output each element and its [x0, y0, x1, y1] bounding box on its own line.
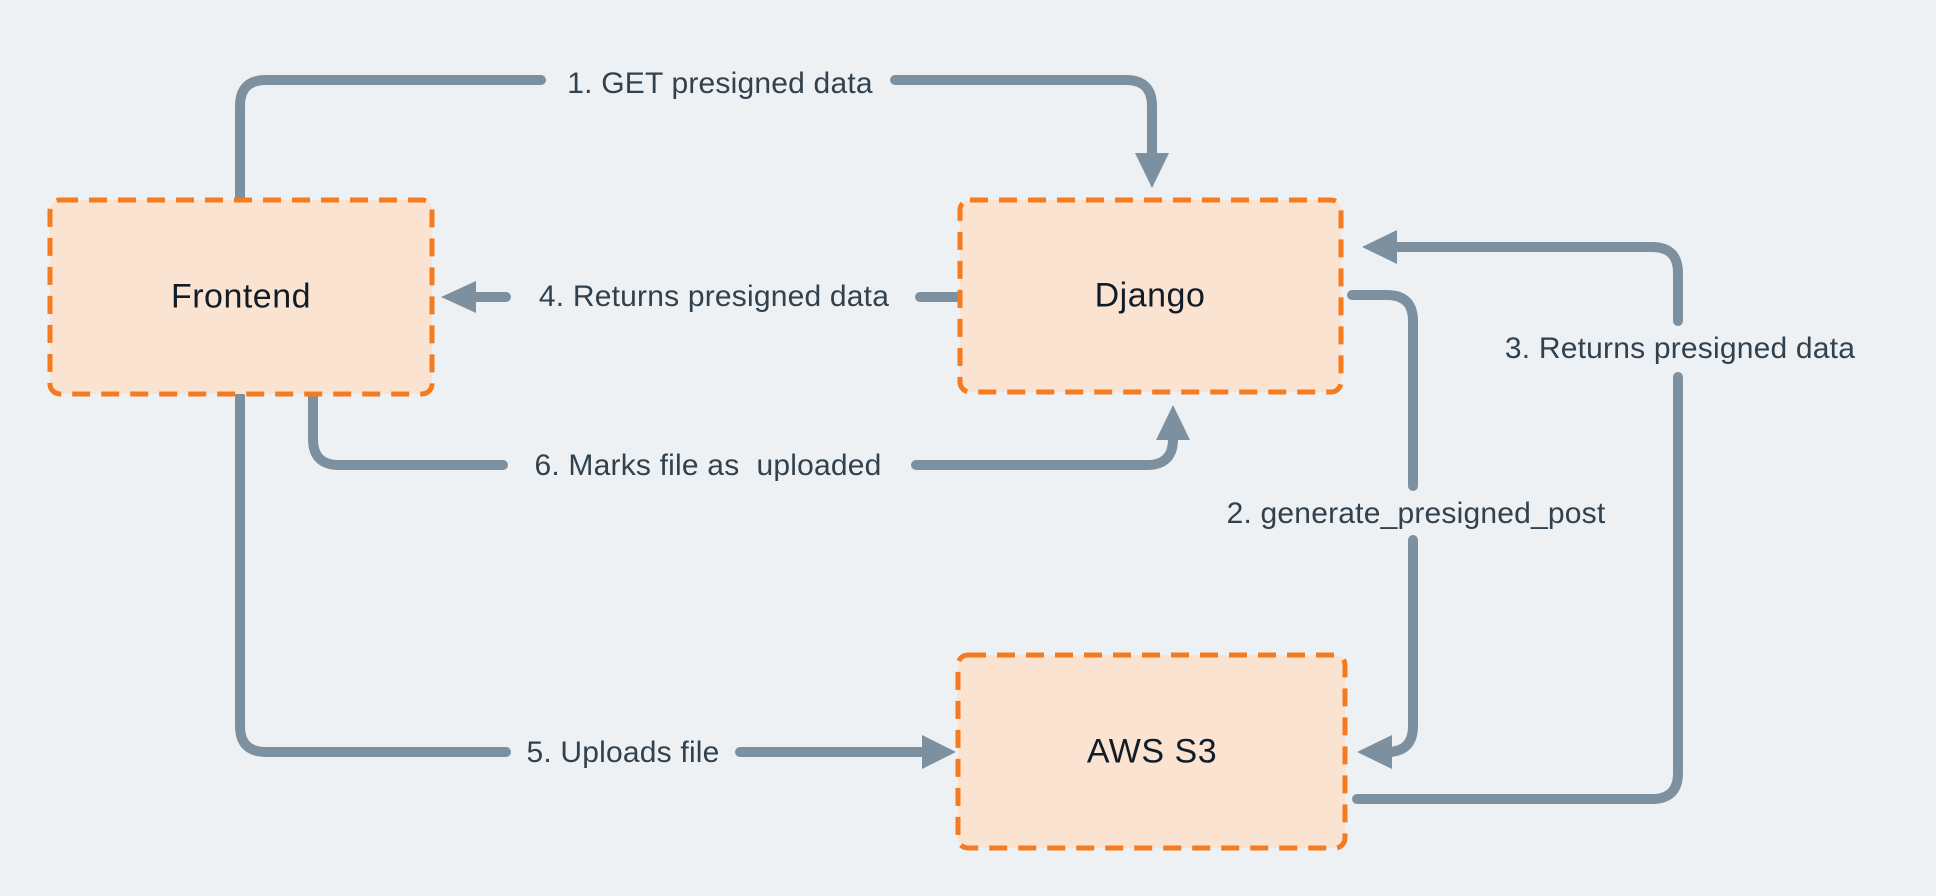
edge-2-line-end: [1382, 535, 1418, 757]
edge-4-arrowhead-icon: [441, 281, 476, 313]
edge-6-line-start: [308, 391, 508, 470]
edge-3-line-end: [1392, 242, 1683, 326]
node-django-box: [957, 197, 1344, 395]
node-django-label: Django: [1094, 276, 1206, 315]
node-frontend-box: [47, 197, 435, 397]
node-aws-s3-box: [955, 652, 1348, 851]
edge-4-label: 4. Returns presigned data: [538, 280, 890, 313]
edge-2-label: 2. generate_presigned_post: [1226, 497, 1606, 530]
edge-6-label: 6. Marks file as uploaded: [534, 449, 882, 482]
edge-3-line-start: [1352, 372, 1683, 804]
edge-2-line-start: [1347, 290, 1418, 491]
edge-2-arrowhead-icon: [1357, 735, 1392, 769]
edge-1-line-end: [890, 75, 1157, 161]
edge-3-label: 3. Returns presigned data: [1504, 332, 1856, 365]
edge-6-arrowhead-icon: [1156, 405, 1190, 440]
edge-1-arrowhead-icon: [1135, 153, 1169, 188]
edge-5-arrowhead-icon: [922, 735, 956, 769]
node-aws-s3-label: AWS S3: [1086, 732, 1218, 771]
node-frontend-label: Frontend: [170, 277, 312, 316]
edge-5-label: 5. Uploads file: [526, 736, 720, 769]
edge-1-label: 1. GET presigned data: [567, 67, 873, 100]
edge-1-line-start: [235, 75, 546, 202]
edge-3-arrowhead-icon: [1362, 230, 1397, 264]
edge-6-line-end: [911, 432, 1178, 470]
edge-5-line-start: [235, 391, 511, 757]
